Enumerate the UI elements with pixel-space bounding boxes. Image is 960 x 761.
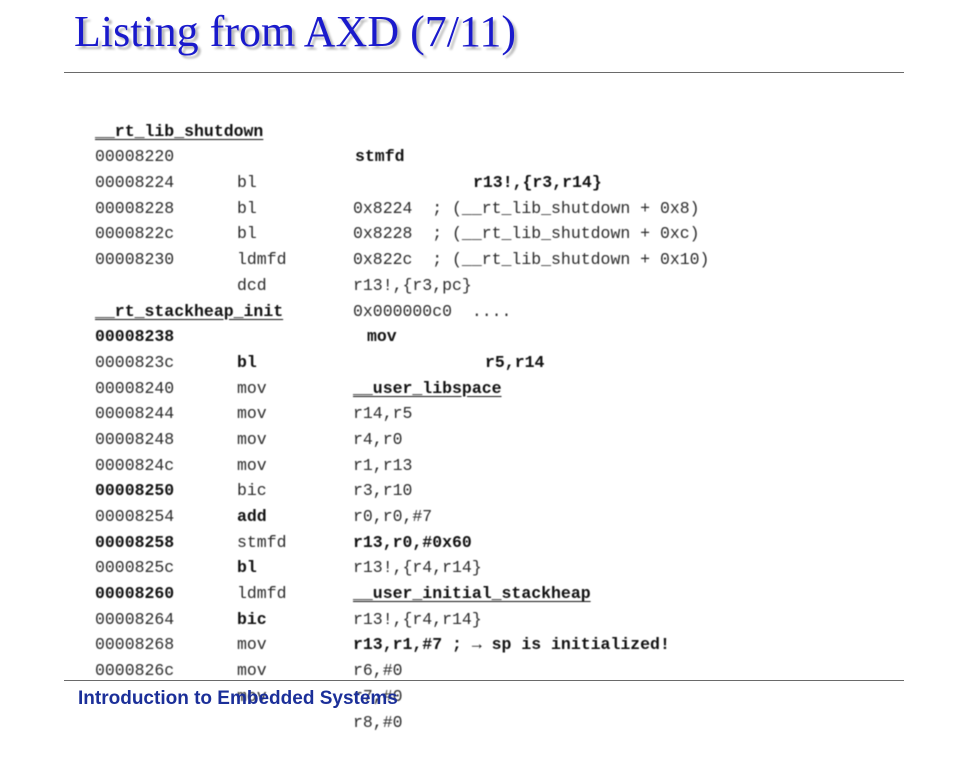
instruction-args: r8,#0: [353, 712, 403, 732]
instruction-address: 0000822c: [95, 224, 175, 244]
instruction-address: 00008238: [95, 327, 175, 347]
instruction-args: r13!,{r3,pc}: [353, 275, 472, 295]
instruction-address: 00008224: [95, 173, 175, 193]
instruction-op: bl: [237, 173, 257, 193]
listing-spacer: [95, 247, 135, 273]
listing-row: 00008268 mov r7,#0: [95, 607, 403, 705]
instruction-op: stmfd: [237, 532, 287, 552]
instruction-args: 0x8228 ; (__rt_lib_shutdown + 0xc): [353, 224, 700, 244]
title-divider: [64, 72, 904, 73]
listing-row: 0000824c bic r0,r0,#7: [95, 427, 432, 526]
instruction-op: bl: [237, 224, 257, 244]
instruction-op: ldmfd: [237, 250, 287, 270]
instruction-args: r4,r0: [353, 429, 403, 449]
listing-row: 00008230 dcd 0x000000c0 ....: [95, 221, 511, 320]
instruction-address: 0000826c: [95, 661, 175, 681]
listing-row: 00008228 bl 0x822c ; (__rt_lib_shutdown …: [95, 170, 709, 269]
listing-row: 00008250 add r13,r0,#0x60: [95, 453, 472, 551]
instruction-address: 00008248: [95, 429, 175, 449]
instruction-args: 0x822c ; (__rt_lib_shutdown + 0x10): [353, 250, 710, 270]
listing-row: 00008240 mov r4,r0: [95, 350, 403, 449]
instruction-args: r13!,{r3,r14}: [473, 173, 602, 193]
listing-row: 00008254 stmfd r13!,{r4,r14}: [95, 478, 482, 577]
function-label: __rt_lib_shutdown: [95, 121, 264, 141]
instruction-args: r5,r14: [485, 352, 545, 372]
instruction-op: mov: [237, 404, 267, 424]
instruction-op: dcd: [237, 275, 267, 295]
instruction-args: r1,r13: [353, 455, 413, 475]
instruction-op: mov: [237, 455, 267, 475]
listing-row: 00008248 mov r3,r10: [95, 401, 412, 500]
listing-row: 00008224 bl 0x8228 ; (__rt_lib_shutdown …: [95, 144, 700, 243]
page-title: Listing from AXD (7/11): [74, 7, 516, 56]
instruction-address: 0000825c: [95, 558, 175, 578]
instruction-op: mov: [367, 327, 397, 347]
instruction-address: 0000823c: [95, 352, 175, 372]
listing-label-line: __rt_stackheap_init mov r5,r14: [95, 273, 544, 372]
disassembly-listing: __rt_lib_shutdown stmfd r13!,{r3,r14} 00…: [95, 93, 709, 732]
listing-row: 0000822c ldmfd r13!,{r3,pc}: [95, 196, 472, 294]
instruction-args: r13!,{r4,r14}: [353, 609, 482, 629]
instruction-args: r3,r10: [353, 481, 413, 501]
instruction-address: 00008228: [95, 198, 175, 218]
instruction-args: r13,r0,#0x60: [353, 532, 472, 552]
instruction-args: 0x8224 ; (__rt_lib_shutdown + 0x8): [353, 198, 700, 218]
instruction-address: 00008260: [95, 584, 175, 604]
listing-row: 0000825c ldmfd r13!,{r4,r14}: [95, 530, 482, 628]
instruction-op: mov: [237, 661, 267, 681]
instruction-args: __user_initial_stackheap: [353, 584, 591, 604]
listing-row: 0000826c mov r8,#0: [95, 632, 403, 731]
footer-text: Introduction to Embedded Systems: [78, 688, 398, 709]
instruction-address: 0000824c: [95, 455, 175, 475]
instruction-address: 00008230: [95, 250, 175, 270]
listing-row: 00008264 mov r6,#0: [95, 581, 403, 680]
listing-label-line: __rt_lib_shutdown stmfd r13!,{r3,r14}: [95, 93, 602, 192]
instruction-address: 00008268: [95, 635, 175, 655]
instruction-address: 00008240: [95, 378, 175, 398]
instruction-address: 00008244: [95, 404, 175, 424]
instruction-op: stmfd: [355, 147, 405, 167]
instruction-op: mov: [237, 686, 267, 706]
instruction-op: bl: [237, 198, 257, 218]
instruction-args: r13,r1,#7 ; → sp is initialized!: [353, 635, 670, 655]
listing-row: 00008220 bl 0x8224 ; (__rt_lib_shutdown …: [95, 119, 700, 217]
listing-row: 0000823c mov r14,r5: [95, 324, 412, 423]
instruction-args: r0,r0,#7: [353, 507, 433, 527]
instruction-address: 00008250: [95, 481, 175, 501]
instruction-address: 00008220: [95, 147, 175, 167]
instruction-op: add: [237, 507, 267, 527]
footer-divider: [64, 680, 904, 681]
instruction-address: 00008254: [95, 507, 175, 527]
instruction-args: 0x000000c0 ....: [353, 301, 512, 321]
instruction-args: r14,r5: [353, 404, 413, 424]
listing-row: 00008258 bl __user_initial_stackheap: [95, 504, 591, 603]
instruction-address: 00008264: [95, 609, 175, 629]
instruction-op: bl: [237, 558, 257, 578]
instruction-op: bic: [237, 481, 267, 501]
listing-row: 00008244 mov r1,r13: [95, 376, 412, 474]
instruction-args: __user_libspace: [353, 378, 502, 398]
instruction-op: ldmfd: [237, 584, 287, 604]
instruction-op: bl: [237, 352, 257, 372]
function-label: __rt_stackheap_init: [95, 301, 284, 321]
instruction-op: bic: [237, 609, 267, 629]
instruction-args: r6,#0: [353, 661, 403, 681]
listing-row: 00008238 bl __user_libspace: [95, 299, 502, 397]
instruction-op: mov: [237, 429, 267, 449]
instruction-op: mov: [237, 378, 267, 398]
instruction-args: r13!,{r4,r14}: [353, 558, 482, 578]
instruction-op: mov: [237, 635, 267, 655]
listing-row: 00008260 bic r13,r1,#7 ; → sp is initial…: [95, 555, 670, 654]
instruction-address: 00008258: [95, 532, 175, 552]
instruction-args: r7,#0: [353, 686, 403, 706]
